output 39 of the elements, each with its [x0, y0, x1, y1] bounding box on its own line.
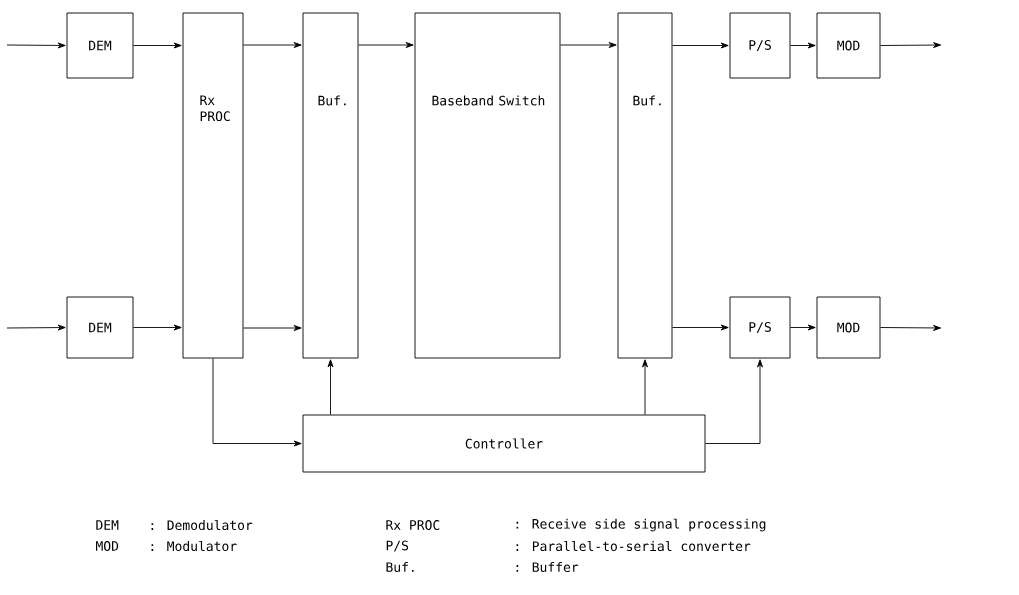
arrow	[133, 324, 182, 331]
abbreviation: P/S	[386, 540, 409, 552]
block: DEM	[66, 296, 134, 359]
definition: : Modulator	[151, 540, 237, 552]
abbreviation: Rx PROC	[386, 520, 440, 530]
block: MOD	[816, 12, 881, 79]
arrow	[212, 358, 302, 447]
arrow	[642, 359, 648, 415]
definition: : Buffer	[516, 561, 579, 573]
arrow	[880, 42, 942, 49]
arrow	[672, 324, 729, 331]
switch-block: Baseband Switch	[414, 12, 561, 359]
arrow	[6, 324, 66, 331]
controller-block: Controller	[302, 414, 706, 473]
arrow	[133, 42, 182, 49]
block: P/S	[729, 12, 791, 79]
abbreviation: DEM	[96, 520, 119, 530]
arrow	[358, 42, 414, 48]
definition: : Parallel-to-serial converter	[516, 540, 751, 552]
block: P/S	[729, 296, 791, 359]
arrow	[560, 42, 617, 48]
arrow	[243, 42, 302, 48]
abbreviation: MOD	[96, 541, 119, 551]
abbreviation: Buf.	[386, 561, 414, 573]
arrow	[705, 359, 763, 444]
arrow	[790, 42, 816, 49]
buffer-block: Buf.	[617, 12, 673, 359]
definition: : Demodulator	[151, 519, 253, 531]
arrow	[6, 42, 66, 49]
buffer-block: Buf.	[302, 12, 359, 359]
arrow	[672, 42, 729, 49]
block: MOD	[816, 296, 881, 359]
arrow	[790, 324, 816, 331]
processor-block: Rx PROC	[182, 12, 244, 359]
definition: : Receive side signal processing	[516, 518, 766, 532]
arrow	[243, 325, 302, 331]
arrow	[327, 359, 334, 415]
arrow	[880, 325, 942, 331]
block: DEM	[66, 12, 134, 79]
